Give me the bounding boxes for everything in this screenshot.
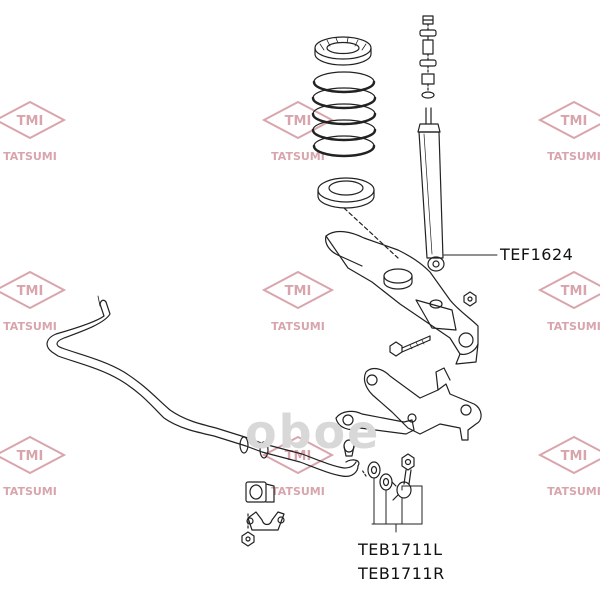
watermark-brand: TATSUMI <box>547 485 600 498</box>
watermark-logo: TMI <box>561 449 588 464</box>
leader-lines <box>371 254 498 533</box>
part-label-tef1624: TEF1624 <box>500 245 574 264</box>
stabilizer-bushing <box>245 481 275 503</box>
watermark-brand: TATSUMI <box>3 320 57 333</box>
watermark-tile: TMI TATSUMI <box>261 100 335 163</box>
stabilizer-bracket <box>246 511 285 531</box>
lower-arm-bracket <box>325 230 479 365</box>
lateral-link <box>335 410 415 435</box>
watermark-brand: TATSUMI <box>271 150 325 163</box>
watermark-tile: TMI TATSUMI <box>0 270 67 333</box>
lower-spring-seat <box>317 177 399 259</box>
watermark-brand: TATSUMI <box>3 150 57 163</box>
watermark-logo: TMI <box>561 114 588 129</box>
watermark-logo: TMI <box>17 284 44 299</box>
link-bushing <box>343 439 355 457</box>
watermark-tile: TMI TATSUMI <box>0 435 67 498</box>
watermark-brand: TATSUMI <box>547 150 600 163</box>
upper-spring-seat <box>314 36 372 66</box>
watermark-logo: TMI <box>285 114 312 129</box>
mounting-bolt <box>389 335 431 357</box>
watermark-tile: TMI TATSUMI <box>537 270 600 333</box>
stabilizer-link <box>391 453 415 501</box>
watermark-tile: TMI TATSUMI <box>537 435 600 498</box>
watermark-tile: TMI TATSUMI <box>0 100 67 163</box>
shock-absorber <box>417 107 445 272</box>
coil-spring <box>311 71 377 158</box>
watermark-logo: TMI <box>17 114 44 129</box>
axle-bracket <box>363 367 482 441</box>
watermark-tile: TMI TATSUMI <box>261 435 335 498</box>
watermark-brand: TATSUMI <box>3 485 57 498</box>
bracket-bolt <box>241 513 255 547</box>
watermark-brand: TATSUMI <box>271 485 325 498</box>
site-watermark: oboe <box>245 405 381 459</box>
part-label-teb1711r: TEB1711R <box>358 564 445 583</box>
arm-nut <box>463 291 477 307</box>
watermark-tile: TMI TATSUMI <box>261 270 335 333</box>
watermark-logo: TMI <box>285 284 312 299</box>
watermark-tile: TMI TATSUMI <box>537 100 600 163</box>
part-label-teb1711l: TEB1711L <box>358 540 443 559</box>
shock-mount-hardware <box>419 15 437 99</box>
watermark-brand: TATSUMI <box>547 320 600 333</box>
stabilizer-bar <box>46 295 360 477</box>
watermark-layer: TMI TATSUMI TMI TATSUMI TMI TATSUMI TMI … <box>0 100 600 498</box>
link-bushing-set <box>361 461 393 491</box>
watermark-logo: TMI <box>17 449 44 464</box>
watermark-brand: TATSUMI <box>271 320 325 333</box>
watermark-logo: TMI <box>561 284 588 299</box>
